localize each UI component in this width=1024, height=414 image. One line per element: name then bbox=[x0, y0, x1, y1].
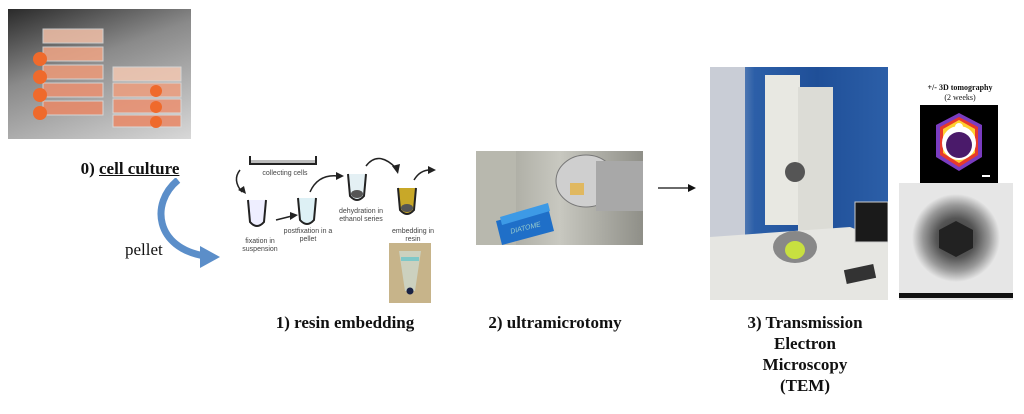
substep-collecting: collecting cells bbox=[262, 170, 308, 177]
cell-culture-label: 0) cell culture bbox=[50, 158, 210, 179]
tomography-image bbox=[920, 105, 998, 183]
tem-label-line: Microscopy bbox=[762, 355, 848, 374]
tomography-title: +/- 3D tomography (2 weeks) bbox=[900, 83, 1020, 103]
step-title: cell culture bbox=[99, 159, 180, 178]
flask-stack-left bbox=[33, 28, 104, 120]
substep-embedding: embedding in resin bbox=[391, 228, 435, 243]
resin-embedding-label: 1) resin embedding bbox=[275, 313, 415, 332]
tem-label-line: Electron bbox=[773, 334, 836, 353]
tomography-heading: +/- 3D tomography bbox=[927, 83, 993, 92]
tem-microscope-photo bbox=[710, 67, 888, 300]
tem-label-line: (TEM) bbox=[779, 376, 831, 395]
flask-stack-right bbox=[112, 66, 182, 128]
cell-culture-photo bbox=[8, 9, 191, 139]
resin-embedding-diagram bbox=[235, 156, 436, 227]
ultramicrotome-photo: DIATOME bbox=[476, 151, 643, 245]
step-number: 0) bbox=[80, 159, 99, 178]
tem-label: 3) Transmission Electron Microscopy (TEM… bbox=[720, 312, 890, 396]
substep-postfixation: postfixation in a pellet bbox=[283, 228, 333, 243]
resin-block-photo bbox=[389, 243, 431, 303]
tem-micrograph bbox=[899, 183, 1013, 300]
arrow-right-icon bbox=[658, 184, 696, 192]
substep-fixation: fixation in suspension bbox=[242, 238, 278, 253]
collecting-cells-dish bbox=[249, 156, 317, 165]
pellet-label: pellet bbox=[125, 240, 163, 259]
curved-arrow-icon bbox=[157, 178, 220, 268]
ultramicrotomy-label: 2) ultramicrotomy bbox=[488, 313, 622, 332]
tomography-duration: (2 weeks) bbox=[944, 93, 976, 102]
tem-label-line: 3) Transmission bbox=[747, 313, 863, 332]
substep-dehydration: dehydration in ethanol series bbox=[339, 208, 383, 223]
